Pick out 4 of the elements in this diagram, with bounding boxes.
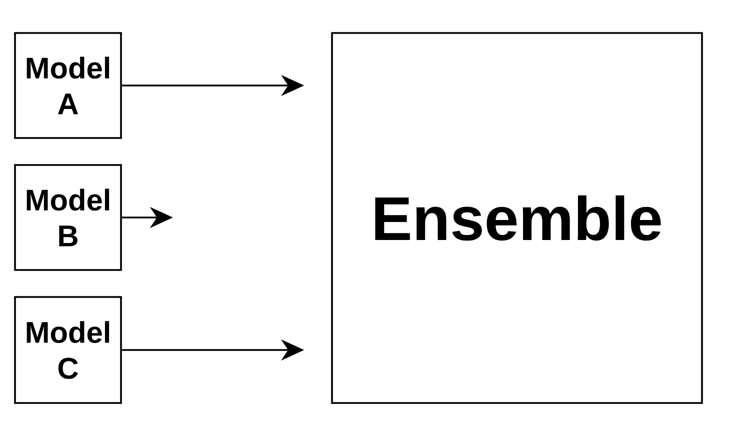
model-box: Model A <box>14 32 122 139</box>
model-box: Model B <box>14 164 122 271</box>
ensemble-box: Ensemble <box>331 32 703 404</box>
model-box: Model C <box>14 296 122 404</box>
